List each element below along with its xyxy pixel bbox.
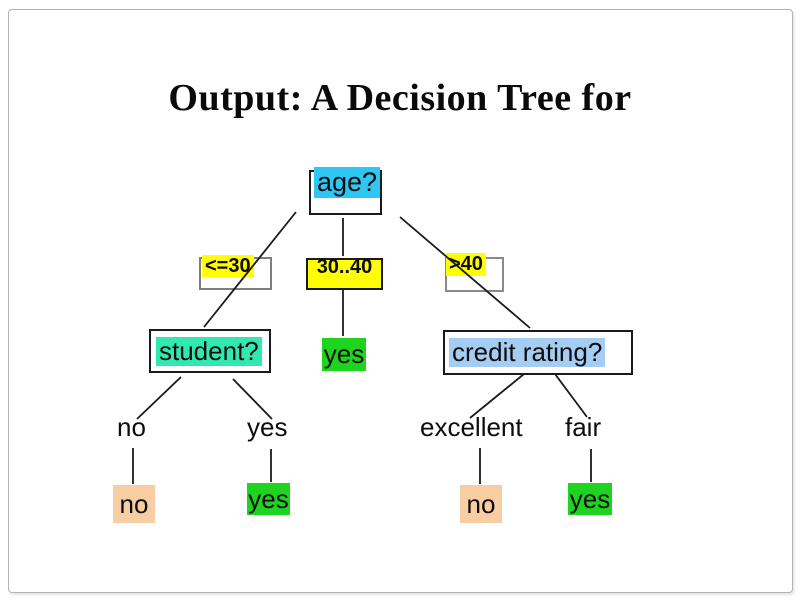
node-credit-rating: credit rating? — [443, 330, 633, 375]
edge-label-excellent: excellent — [420, 412, 523, 442]
node-student: student? — [149, 329, 271, 373]
node-age: age? — [309, 167, 382, 215]
node-student-label: student? — [156, 337, 262, 366]
branch-label-gt40: >40 — [445, 253, 504, 292]
leaf-yes-right: yes — [568, 483, 612, 515]
page-title: Output: A Decision Tree for — [168, 77, 632, 119]
leaf-no-left: no — [113, 485, 155, 523]
leaf-middle-yes: yes — [322, 338, 366, 371]
leaf-no-right: no — [460, 485, 502, 523]
branch-label-le30-text: <=30 — [202, 255, 254, 277]
edge-label-fair: fair — [565, 412, 602, 442]
branch-label-le30: <=30 — [199, 255, 272, 290]
node-credit-rating-label: credit rating? — [449, 338, 606, 367]
leaf-yes-left: yes — [247, 483, 290, 515]
branch-label-gt40-text: >40 — [446, 253, 486, 276]
branch-label-30-40: 30..40 — [306, 256, 383, 290]
branch-label-30-40-text: 30..40 — [316, 256, 373, 278]
node-age-label: age? — [314, 167, 381, 198]
edge-label-yes: yes — [247, 412, 288, 442]
edge-label-no: no — [117, 412, 146, 442]
